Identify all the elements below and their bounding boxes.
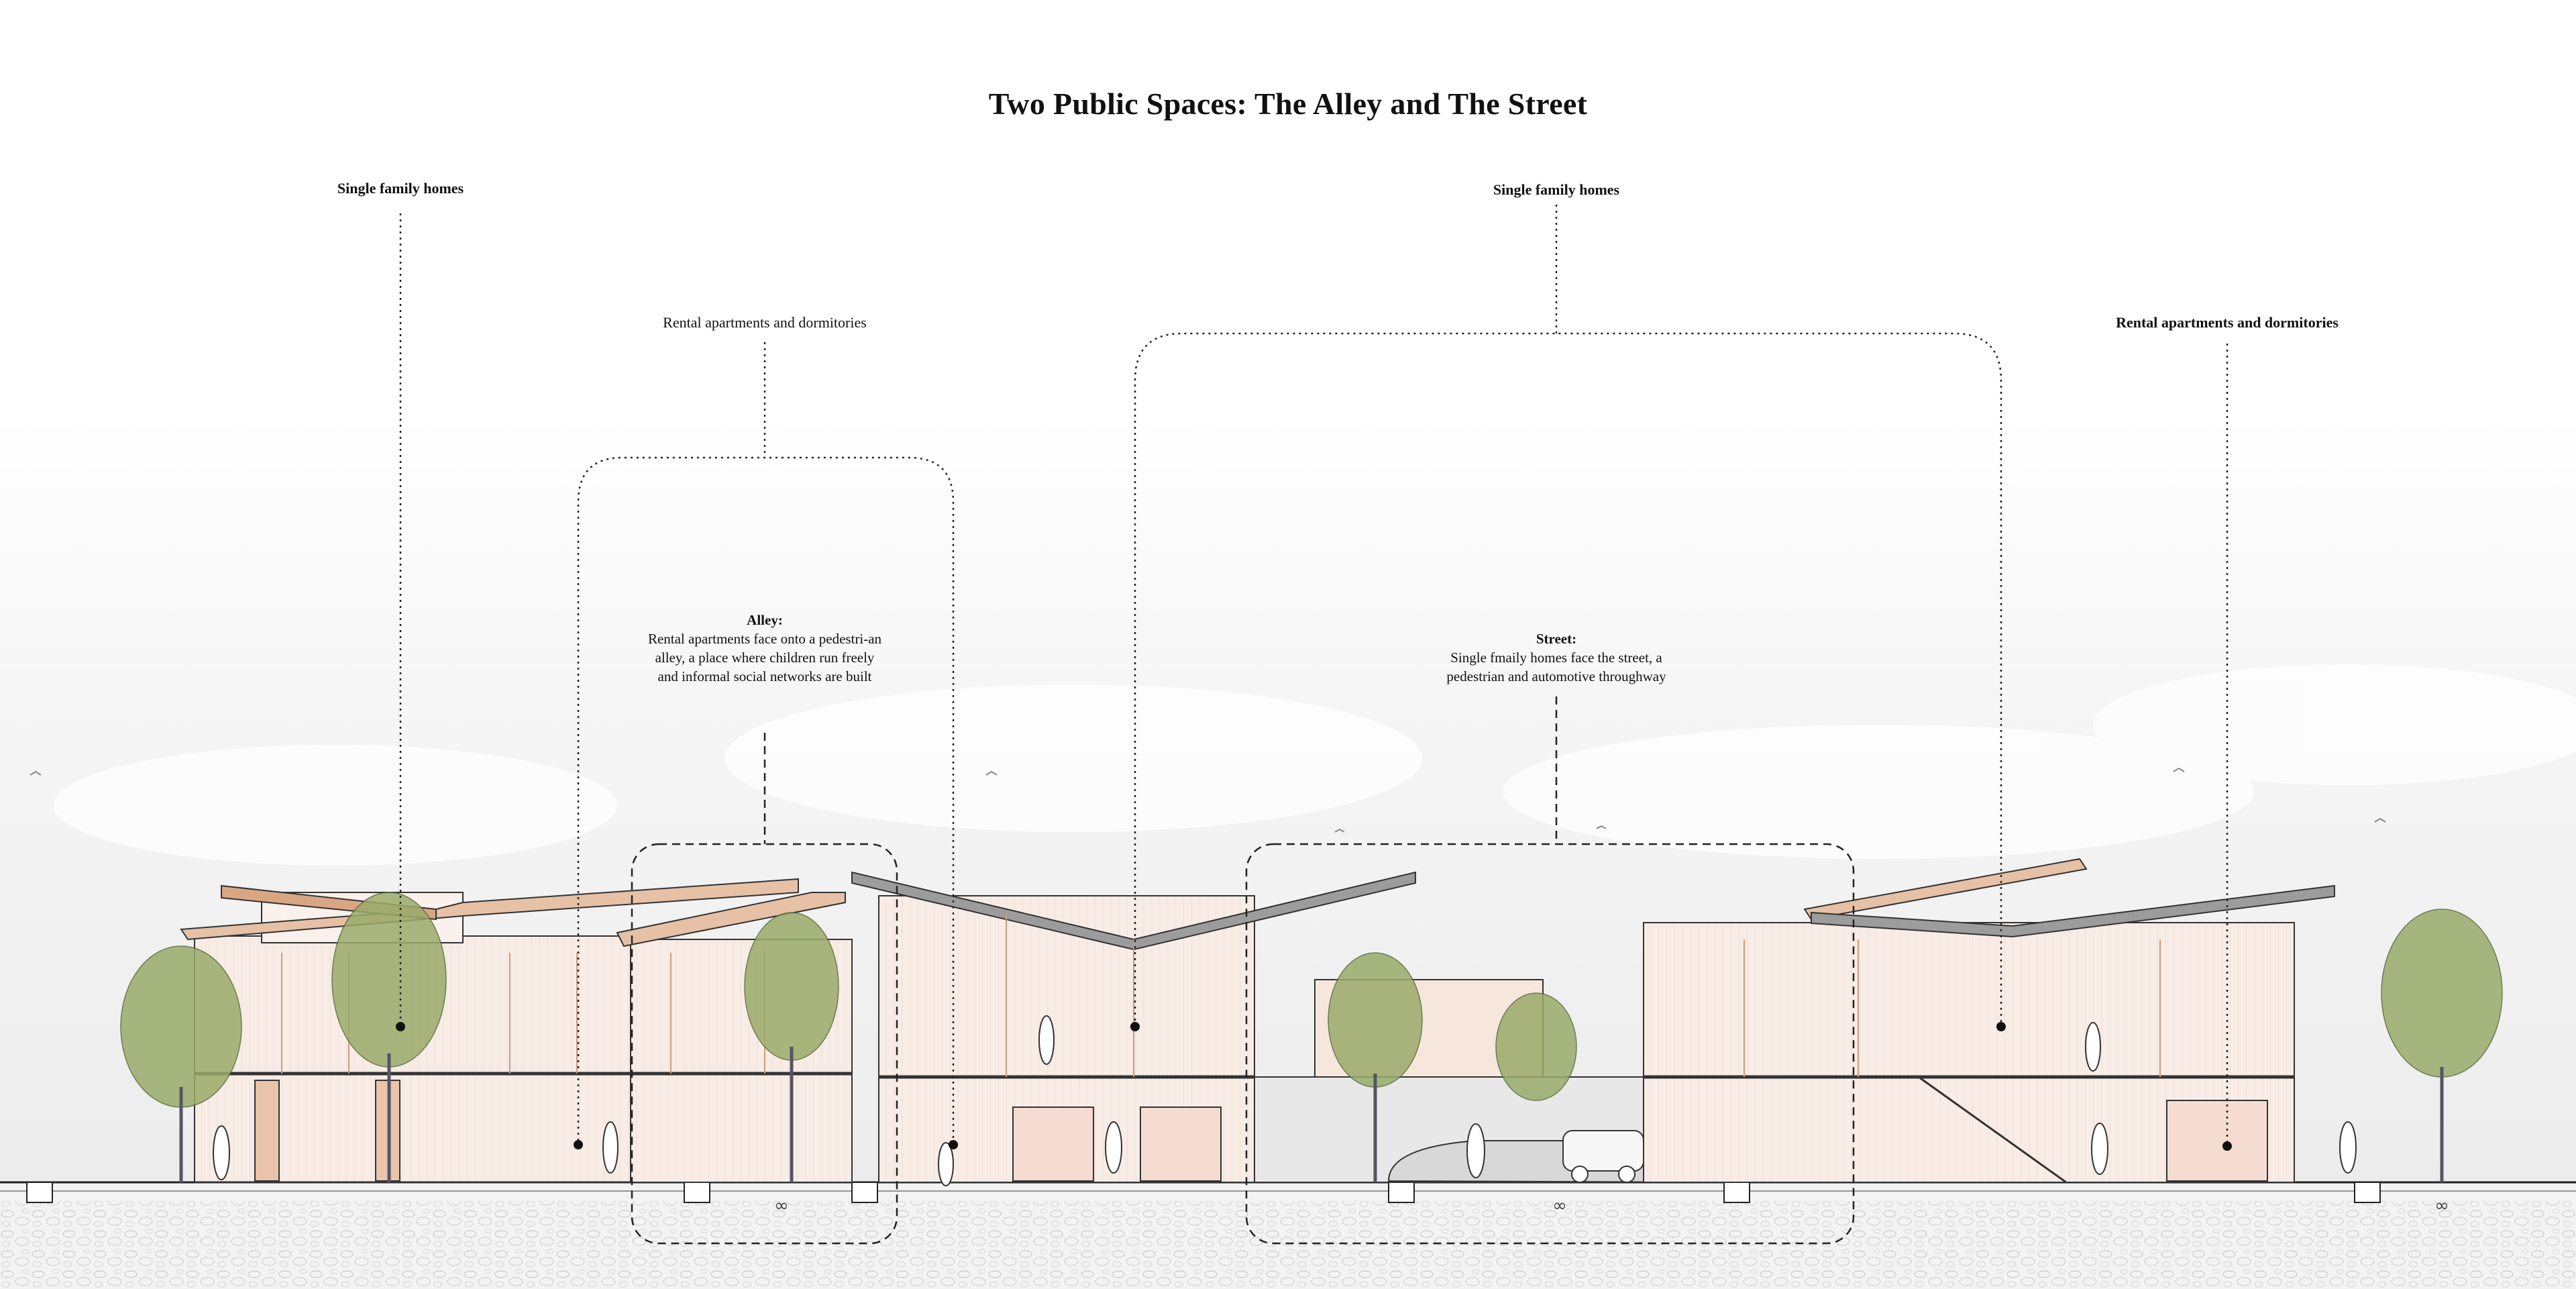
clouds (54, 664, 2576, 866)
street-callout-body: Single fmaily homes face the street, a p… (1446, 650, 1666, 684)
alley-callout-heading: Alley: (747, 612, 783, 628)
label-rental-left: Rental apartments and dormitories (663, 314, 867, 331)
page-title: Two Public Spaces: The Alley and The Str… (988, 87, 1588, 121)
gravel-ground (0, 1201, 2576, 1289)
birds (30, 767, 2386, 833)
alley-zone-box (631, 843, 898, 1245)
tree-trunks (179, 1047, 2444, 1182)
leader-lines (399, 205, 2229, 1146)
street-zone-box (1245, 843, 1855, 1245)
section-mark-street: ∞ (1552, 1196, 1567, 1216)
section-mark-alley: ∞ (774, 1196, 789, 1216)
alley-callout: Alley: Rental apartments face onto a ped… (644, 611, 885, 686)
trees (120, 892, 2503, 1108)
street-callout-heading: Street: (1536, 631, 1577, 647)
street-callout: Street: Single fmaily homes face the str… (1429, 629, 1684, 686)
section-mark-right: ∞ (2434, 1196, 2449, 1216)
label-single-family-center: Single family homes (1493, 181, 1620, 198)
center-building (851, 871, 1416, 1183)
label-rental-right: Rental apartments and dormitories (2116, 314, 2339, 331)
label-single-family-left: Single family homes (337, 180, 464, 197)
right-building (1643, 858, 2335, 1184)
alley-callout-body: Rental apartments face onto a pedestri-a… (647, 631, 882, 684)
zone-callout-lines (763, 697, 1558, 844)
leader-dots (396, 1022, 2232, 1151)
people (213, 1015, 2357, 1186)
